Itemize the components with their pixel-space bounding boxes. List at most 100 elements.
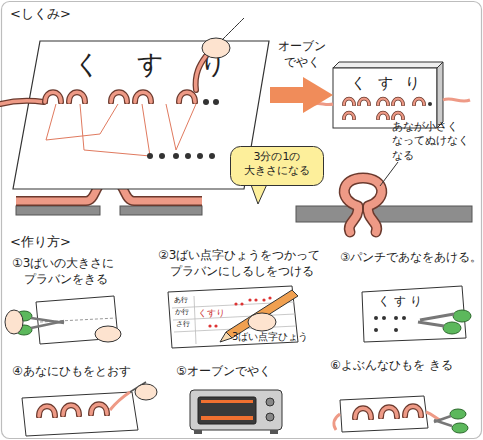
label-text: ①3ばいの大きさに プラバンをきる (12, 256, 152, 287)
oven-illustration-part (198, 397, 256, 424)
oven-illustration-part (201, 400, 253, 403)
step2-illustration (168, 286, 298, 348)
string-loops-part (179, 92, 195, 102)
step3-illustration-part (443, 322, 461, 334)
hand-part (202, 38, 230, 58)
step2-illustration-part (214, 324, 217, 327)
node-text: 3分の1の 大きさになる (234, 150, 320, 178)
shrunk-loops-part (443, 99, 470, 101)
section-heading: <しくみ> (10, 6, 100, 23)
string-loops-part (111, 92, 127, 102)
step6-illustration-part (340, 396, 428, 432)
label-text: さ行 (176, 320, 198, 329)
label-text: ②3ばい点字ひょうをつかって プラバンにしるしをつける (158, 248, 350, 279)
edge-label: オーブン でやく (270, 39, 334, 70)
shrunk-plate-shape (333, 62, 443, 128)
cross-section-after-part (344, 178, 381, 232)
hand (196, 18, 244, 90)
step2-illustration-part (173, 314, 295, 320)
sheet-strings-part (0, 101, 44, 104)
label-text: 3ばい点字ひょう (232, 330, 332, 343)
hand-part (196, 56, 206, 90)
bubble-outline (231, 147, 324, 186)
section-heading: <作り方> (10, 234, 100, 251)
hole-dots-part (213, 99, 219, 105)
process-arrow (270, 87, 308, 103)
hole-dots-part (197, 153, 203, 159)
step4-illustration-part (22, 392, 138, 436)
string-loops-part (135, 92, 151, 102)
step2-illustration-part (254, 298, 257, 301)
oven-illustration-part (266, 413, 274, 421)
step3-illustration-part (453, 310, 471, 322)
hole-dots-part (209, 153, 215, 159)
sheet-strings-part (0, 101, 44, 104)
shrunk-loops-part (344, 99, 354, 105)
hole-dots-part (173, 153, 179, 159)
step3-illustration-part (382, 316, 386, 320)
step3-illustration (362, 286, 471, 342)
hole-dots (147, 99, 219, 159)
label-text: くすり (378, 294, 438, 310)
step4-illustration-part (91, 404, 107, 414)
cross-section-before-part (120, 206, 202, 215)
step2-illustration-part (194, 296, 196, 344)
label-text: あ行 (174, 296, 196, 305)
step3-illustration-part (402, 316, 406, 320)
plate-top (333, 62, 443, 68)
oven-illustration (190, 390, 282, 434)
shrunk-loops-part (344, 113, 354, 119)
step6-illustration-part (334, 414, 340, 430)
sheet-strings-part (46, 104, 118, 140)
step3-illustration-part (374, 328, 378, 332)
shrunk-loops-part (378, 113, 388, 119)
shrunk-loops (314, 99, 470, 119)
step2-illustration-part (262, 298, 265, 301)
oven-illustration-part (190, 390, 282, 430)
node-text: くすり (351, 74, 443, 93)
label-text: くすり (198, 308, 238, 320)
step2-illustration-part (226, 290, 298, 338)
step3-illustration-part (374, 316, 378, 320)
step6-illustration-part (355, 408, 371, 418)
cross-section-after-part (344, 178, 381, 232)
step6-illustration-part (450, 409, 466, 419)
step2-illustration-part (220, 332, 232, 342)
step4-illustration-part (110, 392, 130, 410)
step3-illustration-part (420, 314, 454, 320)
shrunk-loops-part (314, 103, 333, 104)
cross-section-after-part (369, 206, 472, 222)
step2-illustration-part (240, 302, 243, 305)
label-text: ⑤オーブンでやく (176, 364, 306, 380)
step3-illustration-part (394, 328, 398, 332)
sheet-strings-part (80, 104, 150, 156)
cross-section-before-part (16, 206, 100, 215)
oven-illustration-part (266, 398, 274, 406)
hole-dots-part (147, 153, 153, 159)
shrunk-plate: くすり (333, 62, 443, 128)
step3-illustration-part (362, 286, 466, 342)
label-text: か行 (175, 308, 197, 317)
step2-illustration-part (248, 313, 276, 331)
step6-illustration-part (426, 412, 440, 420)
leader-line (380, 162, 398, 186)
label-text: ⑥よぶんなひもを きる (330, 358, 460, 374)
plate-side (437, 62, 443, 128)
step1-illustration-part (31, 321, 64, 328)
step2-illustration-part (168, 286, 298, 348)
string-loops-part (45, 92, 61, 102)
step1-illustration (5, 296, 121, 344)
shrunk-loops-part (428, 102, 432, 106)
step6-illustration-part (434, 420, 452, 426)
step6-illustration (334, 396, 468, 433)
shrunk-loops-part (393, 99, 403, 105)
hole-dots-part (185, 153, 191, 159)
hole-dots-part (203, 99, 209, 105)
step3-illustration-part (418, 322, 444, 326)
shrunk-loops-part (393, 113, 403, 119)
step2-illustration-part (268, 296, 271, 299)
step2-illustration-part (248, 298, 251, 301)
step1-illustration-part (95, 326, 121, 342)
